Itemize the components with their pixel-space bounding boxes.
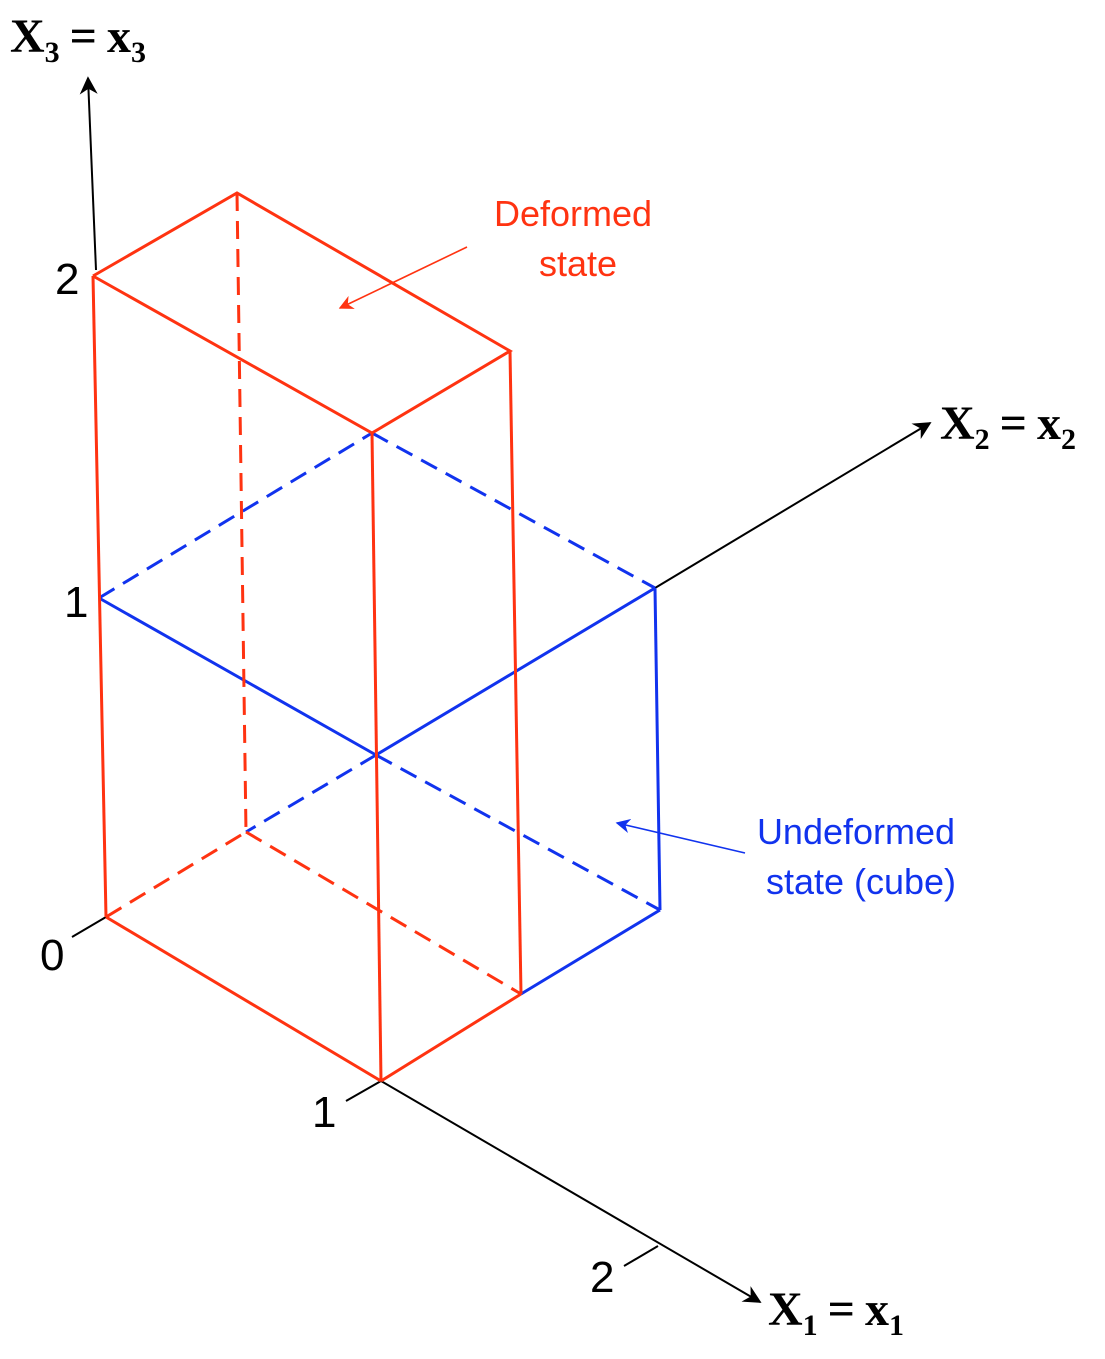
x1-tick-one-label: 1 xyxy=(312,1088,336,1137)
box-hidden-edge xyxy=(105,830,247,919)
box-edge xyxy=(508,350,523,995)
cube-hidden-edge xyxy=(371,431,656,590)
x1-tick-two-label: 2 xyxy=(590,1253,614,1302)
origin-label: 0 xyxy=(40,931,64,980)
undeformed-pointer-arrow xyxy=(615,818,746,854)
x1-axis xyxy=(380,1080,762,1303)
deformed-pointer-arrow xyxy=(338,246,468,309)
axes xyxy=(71,76,932,1303)
x3-axis-label: X3=x3 xyxy=(10,10,146,69)
undeformed-state-label: Undeformed state (cube) xyxy=(757,811,965,902)
box-edge xyxy=(370,432,383,1082)
deformed-box xyxy=(91,191,523,1083)
box-hidden-edge xyxy=(235,192,248,833)
x3-tick-one-label: 1 xyxy=(64,578,88,627)
box-top-face xyxy=(92,191,513,435)
box-hidden-edge xyxy=(245,830,522,996)
box-edge xyxy=(91,275,108,918)
x1-axis-label: X1=x1 xyxy=(768,1283,904,1342)
x1-tick-two xyxy=(623,1245,659,1267)
x3-axis xyxy=(79,76,98,271)
cube-edge xyxy=(98,596,377,757)
box-edge xyxy=(380,992,522,1083)
x2-axis xyxy=(654,422,932,589)
x3-tick-two-label: 2 xyxy=(55,255,79,304)
undeformed-cube xyxy=(98,431,662,996)
deformed-state-label: Deformed state xyxy=(494,193,662,284)
cube-hidden-edge xyxy=(98,431,373,600)
cube-hidden-edge xyxy=(245,753,377,834)
box-edge xyxy=(105,915,382,1083)
cube-edge xyxy=(520,908,661,996)
origin-tick xyxy=(71,916,107,938)
cube-hidden-edge xyxy=(375,753,661,912)
x2-axis-label: X2=x2 xyxy=(940,397,1076,456)
x1-tick-one xyxy=(345,1080,382,1102)
cube-edge xyxy=(653,587,662,911)
